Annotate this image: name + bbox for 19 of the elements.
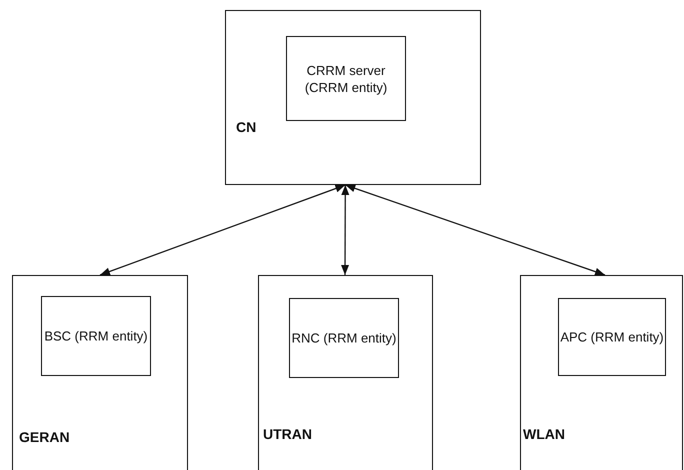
network-label: CN <box>236 119 256 135</box>
entity-label: CRRM server (CRRM entity) <box>304 62 388 96</box>
entity-label: RNC (RRM entity) <box>290 330 398 346</box>
entity-box <box>289 298 399 378</box>
entity-box <box>286 36 406 121</box>
network-box <box>258 275 433 470</box>
network-label: WLAN <box>523 426 565 442</box>
entity-label: APC (RRM entity) <box>559 328 665 346</box>
network-label: GERAN <box>19 429 70 445</box>
entity-box <box>558 298 666 376</box>
arrow <box>100 184 346 276</box>
entity-label: BSC (RRM entity) <box>43 328 149 344</box>
network-box <box>225 10 481 185</box>
network-box <box>520 275 683 470</box>
arrow <box>341 185 350 275</box>
entity-box <box>41 296 151 376</box>
arrow <box>345 184 606 276</box>
network-label: UTRAN <box>263 426 312 442</box>
network-box <box>12 275 188 470</box>
